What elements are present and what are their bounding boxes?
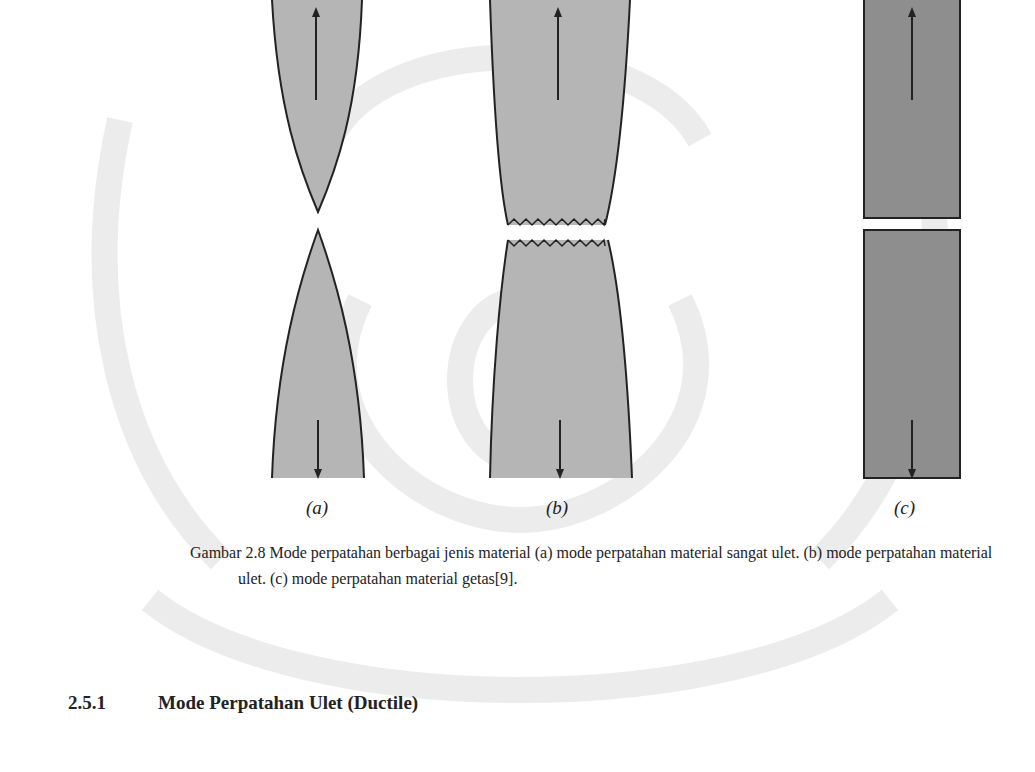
specimen-c [864, 0, 960, 478]
part-label: (c) [894, 497, 915, 519]
part-label: (b) [546, 497, 568, 519]
specimen-a [272, 0, 364, 478]
figure-caption: Gambar 2.8 Mode perpatahan berbagai jeni… [190, 540, 1020, 592]
section-heading: Mode Perpatahan Ulet (Ductile) [158, 692, 418, 714]
specimen-b [490, 0, 632, 478]
section-number: 2.5.1 [68, 692, 106, 714]
part-label: (a) [306, 497, 328, 519]
